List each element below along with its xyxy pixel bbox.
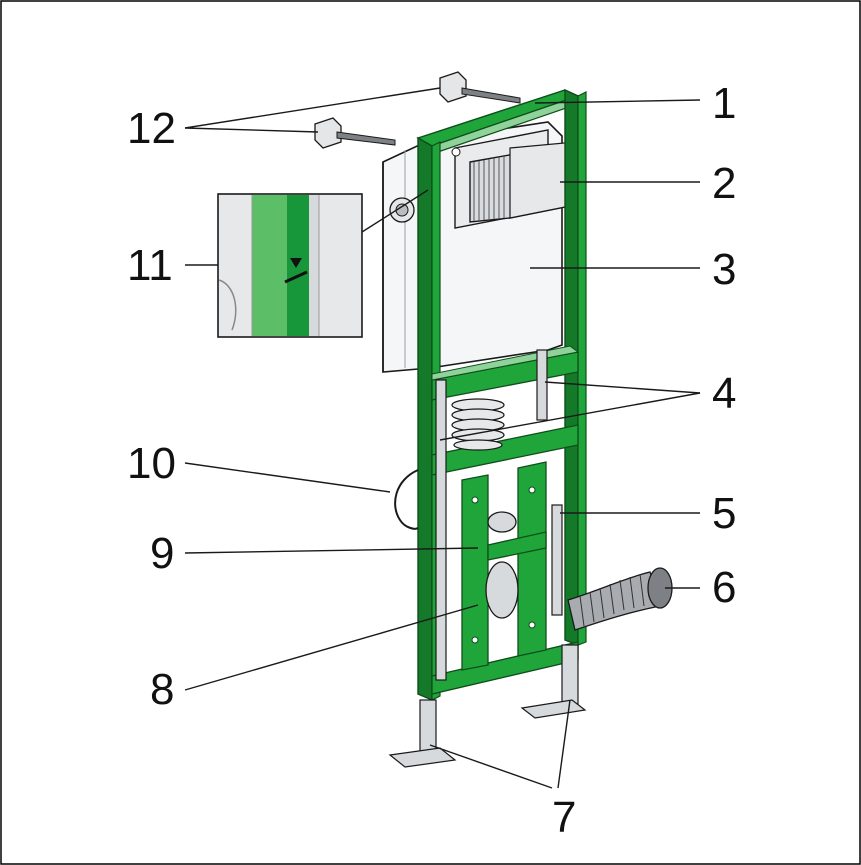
frame xyxy=(416,88,587,702)
callout-4: 4 xyxy=(712,369,736,418)
threaded-rods xyxy=(435,349,548,681)
flush-pipe-bellows xyxy=(451,398,505,451)
actuator-ribs xyxy=(473,156,505,221)
callout-11: 11 xyxy=(127,241,173,290)
callout-10: 10 xyxy=(127,439,176,488)
callout-3: 3 xyxy=(712,245,736,294)
callout-5: 5 xyxy=(712,489,736,538)
leader-lines xyxy=(184,87,701,789)
cable-loop xyxy=(394,469,419,530)
flush-actuator-housing xyxy=(451,129,576,229)
drain-connection xyxy=(485,511,519,619)
inset-pointer xyxy=(361,189,429,233)
callout-2: 2 xyxy=(712,159,736,208)
callout-1: 1 xyxy=(712,79,736,128)
wall-anchors xyxy=(314,71,521,149)
callout-12: 12 xyxy=(127,104,176,153)
callout-9: 9 xyxy=(150,529,174,578)
callout-8: 8 xyxy=(150,665,174,714)
adjustable-feet xyxy=(388,644,587,768)
gas-strut xyxy=(551,504,563,616)
callout-7: 7 xyxy=(552,793,576,842)
callout-6: 6 xyxy=(712,563,736,612)
level-mark-icon xyxy=(290,258,302,268)
flexible-drain-hose xyxy=(567,567,673,631)
